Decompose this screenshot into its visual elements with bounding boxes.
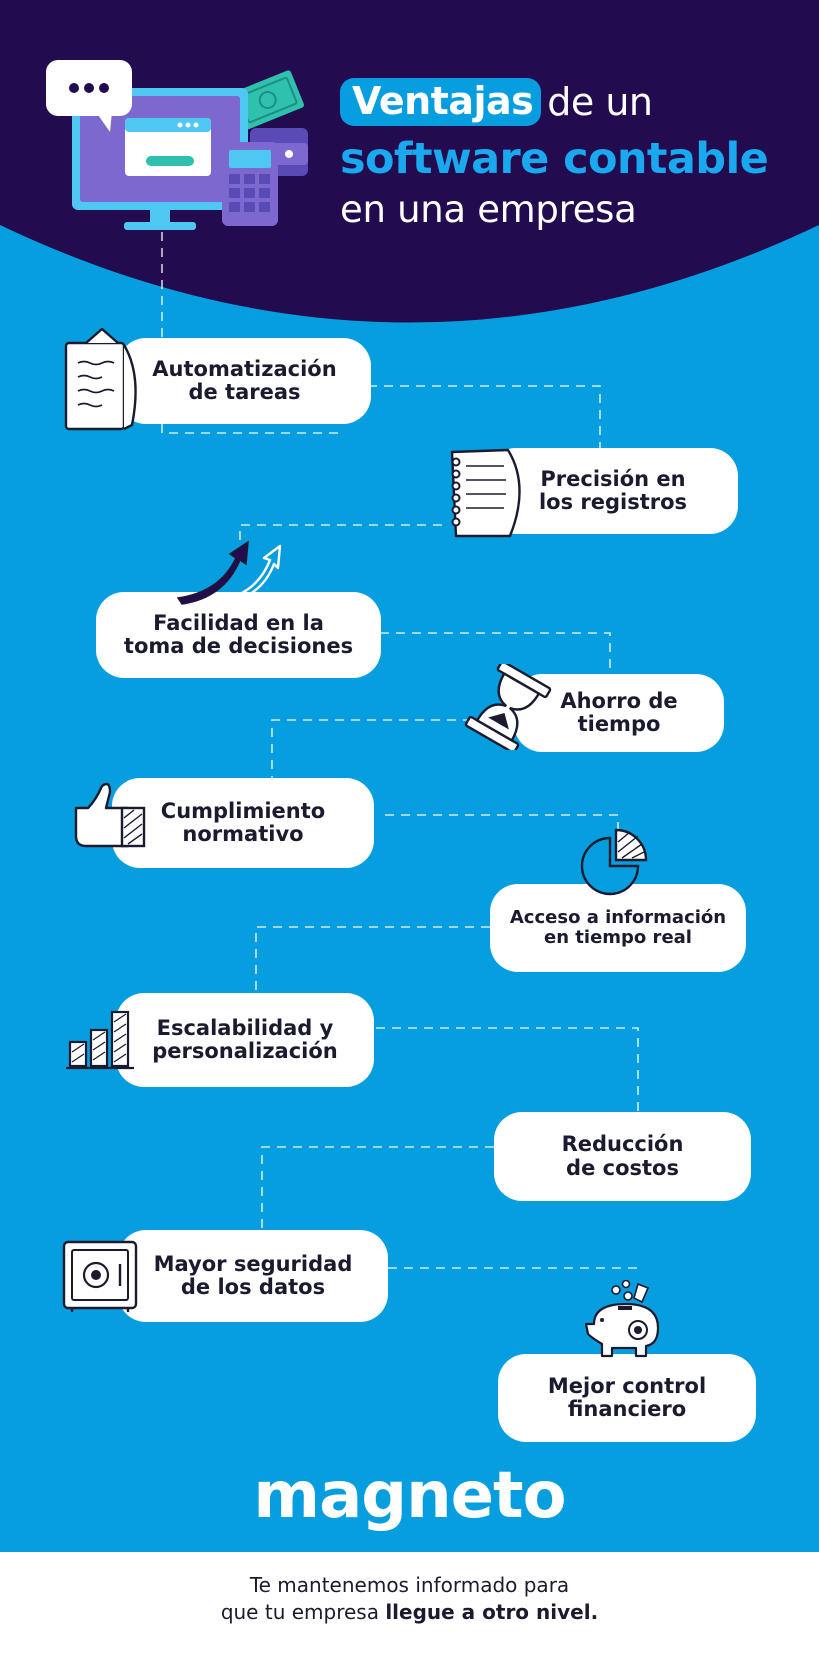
magneto-logo: magneto: [253, 1459, 566, 1533]
thumbs-up-icon: [74, 782, 146, 848]
title-line-3: en una empresa: [340, 188, 637, 231]
benefit-card-reduccion: Reducción de costos: [494, 1112, 751, 1201]
title-line-2: software contable: [340, 134, 769, 184]
clipboard-icon: [64, 327, 137, 431]
safe-icon: [62, 1240, 138, 1312]
piggy-bank-icon: [584, 1280, 660, 1358]
footer-line-1: Te mantenemos informado para: [249, 1573, 570, 1597]
growth-arrows-icon: [176, 540, 282, 606]
pie-chart-icon: [580, 828, 648, 896]
title-line-1: de un: [547, 80, 653, 124]
footer-line-2-bold: llegue a otro nivel.: [385, 1600, 599, 1624]
benefit-card-escalabilidad: Escalabilidad y personalización: [116, 993, 374, 1087]
bar-chart-icon: [66, 1010, 134, 1070]
benefit-card-decisiones: Facilidad en la toma de decisiones: [96, 592, 381, 678]
page-title: Ventajas de un software contable en una …: [340, 78, 769, 231]
benefit-card-precision: Precisión en los registros: [488, 448, 738, 534]
footer-message: Te mantenemos informado para que tu empr…: [0, 1572, 819, 1626]
benefit-card-automatizacion: Automatización de tareas: [118, 338, 371, 424]
title-highlight: Ventajas: [340, 78, 542, 126]
header-background: [0, 0, 819, 323]
benefit-card-seguridad: Mayor seguridad de los datos: [118, 1230, 388, 1322]
benefit-card-cumplimiento: Cumplimiento normativo: [112, 778, 374, 868]
notepad-icon: [450, 448, 521, 538]
benefit-card-control: Mejor control financiero: [498, 1354, 756, 1442]
hourglass-icon: [464, 664, 552, 750]
footer-line-2: que tu empresa: [220, 1600, 386, 1624]
benefit-card-acceso: Acceso a información en tiempo real: [490, 884, 746, 972]
dashed-connector: [161, 232, 642, 1269]
computer-illustration-icon: [46, 60, 308, 230]
